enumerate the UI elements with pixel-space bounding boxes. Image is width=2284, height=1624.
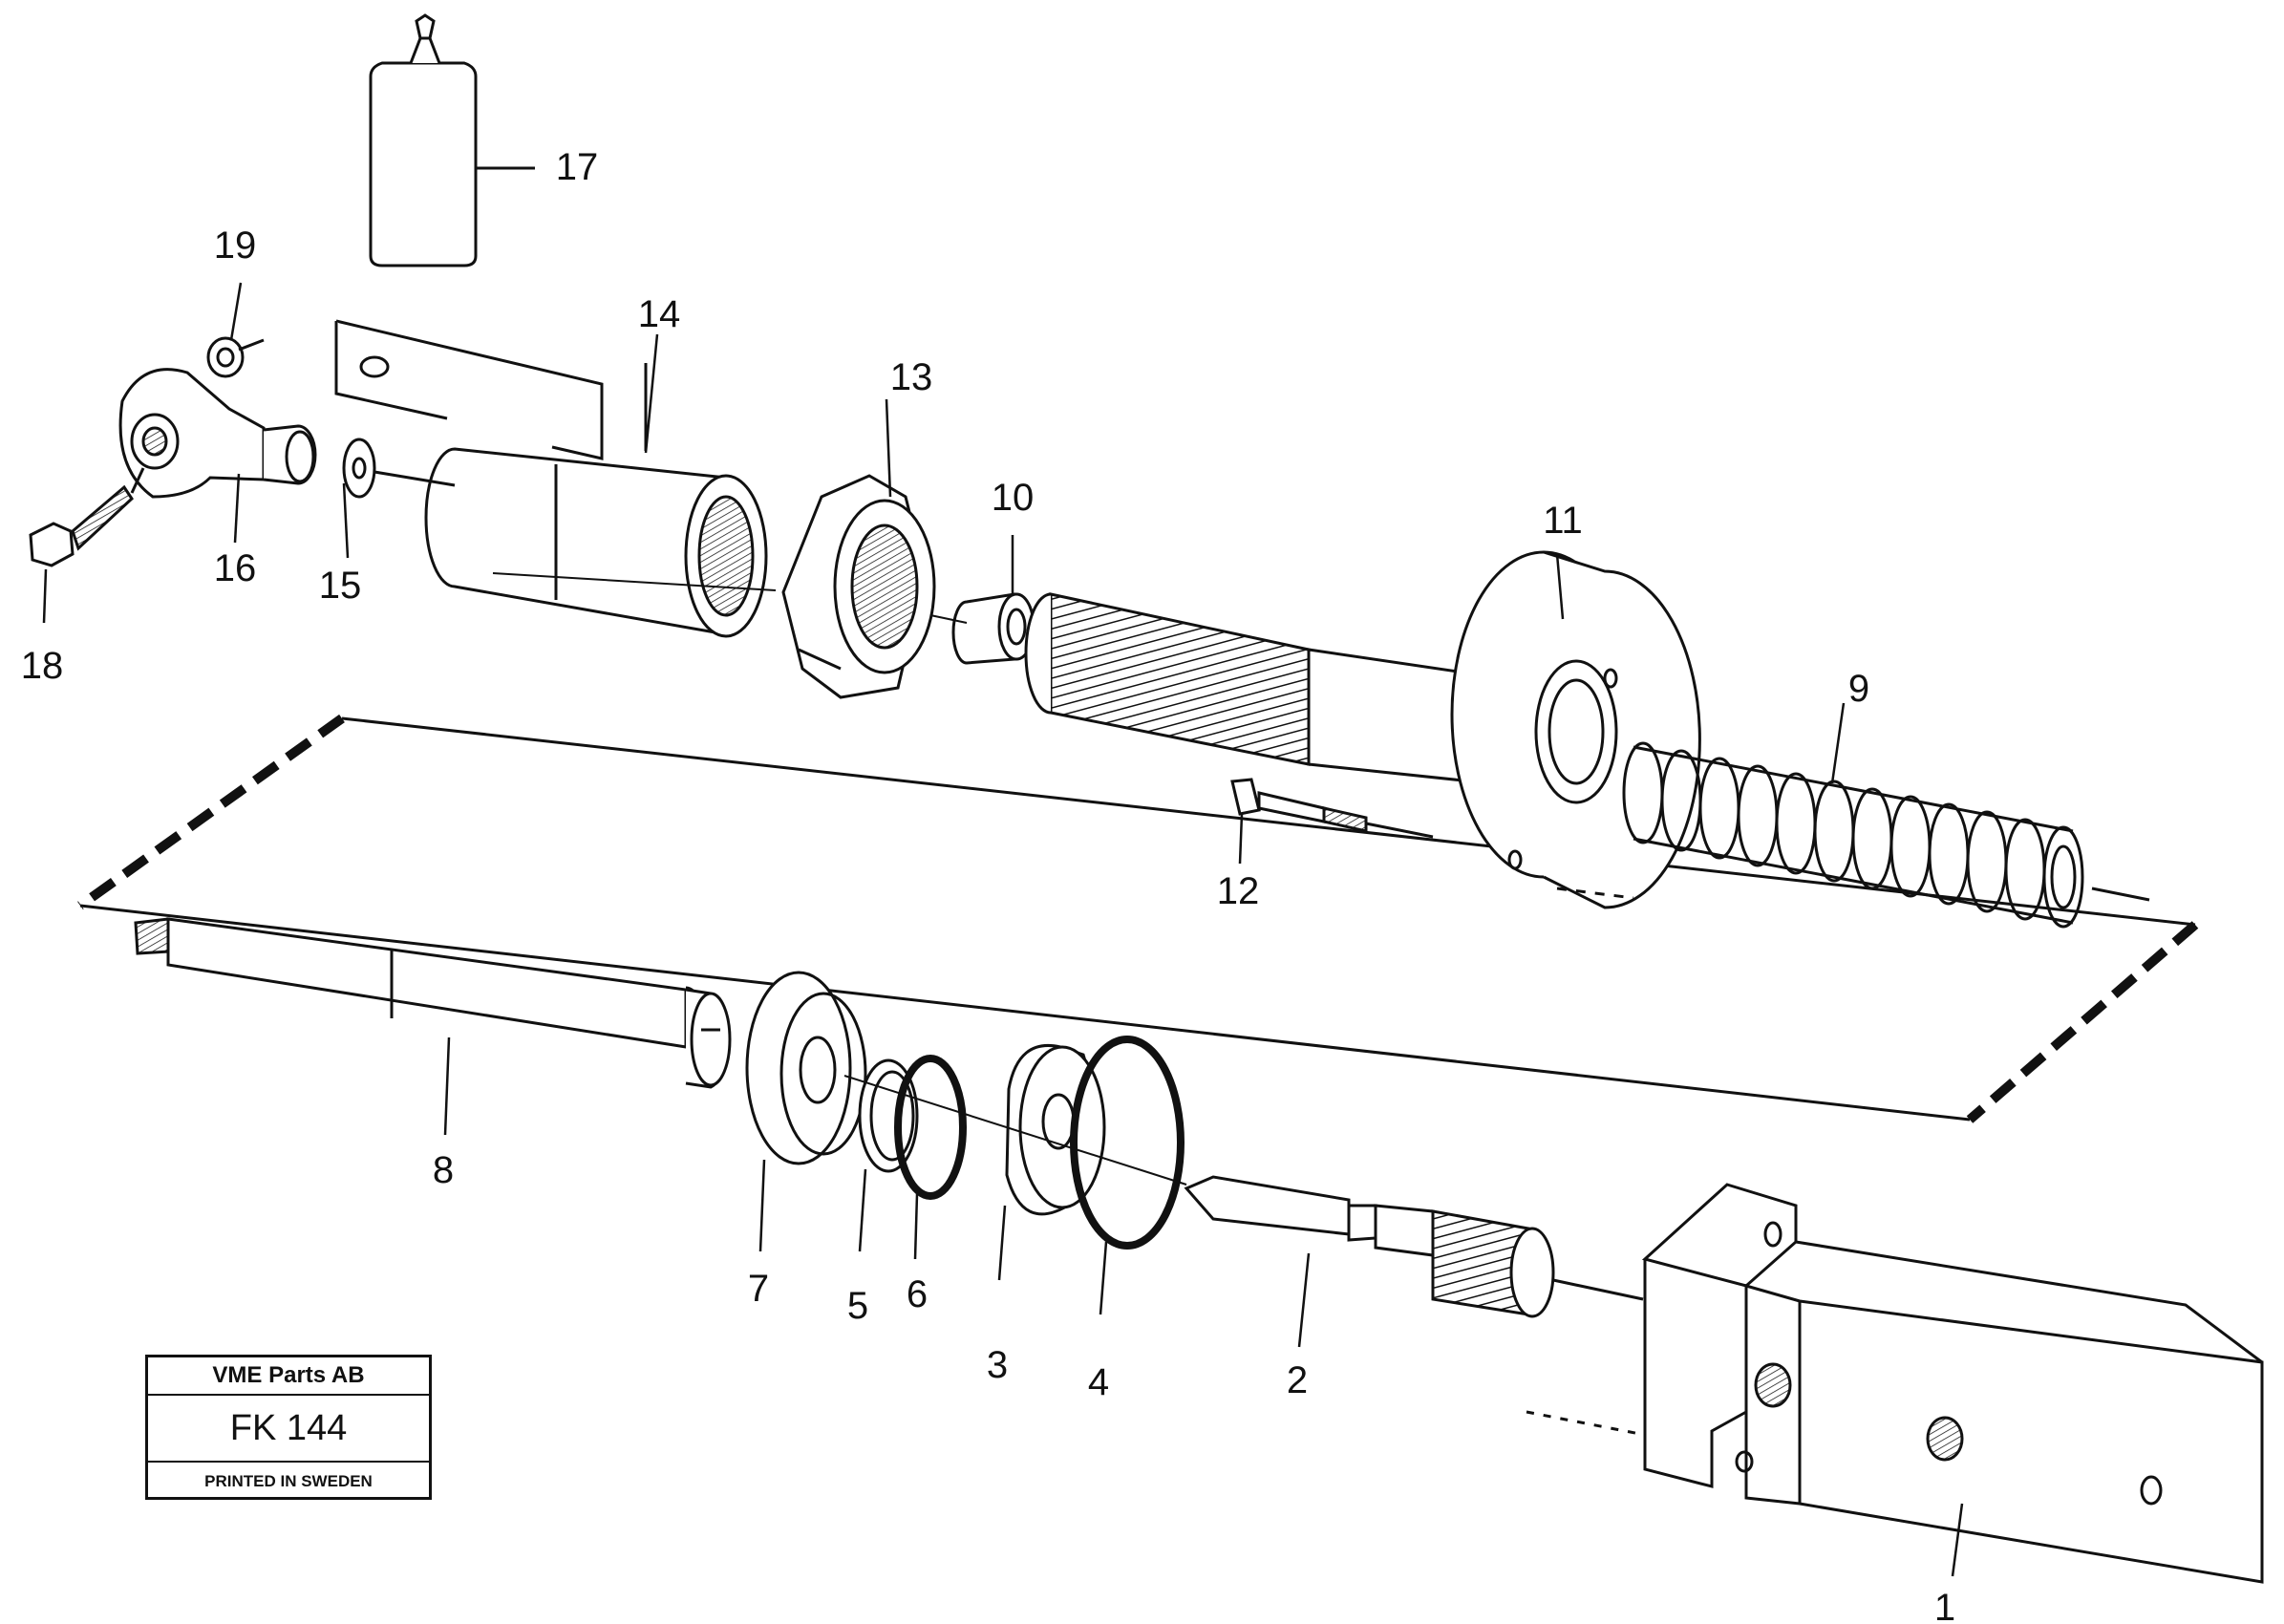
part-6-o-ring <box>894 1055 967 1200</box>
callout-1: 1 <box>1934 1587 1955 1624</box>
callout-7: 7 <box>748 1268 769 1310</box>
callout-16: 16 <box>214 547 257 589</box>
callout-labels: 1 2 3 4 5 6 7 8 9 10 11 12 13 14 15 16 1… <box>21 146 1955 1624</box>
part-14-housing <box>334 319 768 638</box>
callout-15: 15 <box>319 565 362 607</box>
callout-6: 6 <box>907 1273 928 1315</box>
part-16-rod-end <box>118 368 317 499</box>
part-1-block <box>1526 1183 2264 1584</box>
part-15-washer <box>342 438 456 499</box>
callout-5: 5 <box>847 1285 868 1327</box>
callout-11: 11 <box>1543 500 1583 542</box>
leader-lines <box>42 282 1964 1577</box>
callout-3: 3 <box>987 1344 1008 1386</box>
callout-19: 19 <box>214 224 257 267</box>
title-stamp: VME Parts AB FK 144 PRINTED IN SWEDEN <box>145 1355 432 1500</box>
part-9-spring <box>1622 741 2150 929</box>
callout-2: 2 <box>1287 1359 1308 1401</box>
stamp-printed: PRINTED IN SWEDEN <box>204 1472 373 1490</box>
part-10-bushing <box>951 592 1035 665</box>
callout-17: 17 <box>556 146 599 188</box>
callout-14: 14 <box>638 293 681 335</box>
callout-8: 8 <box>433 1149 454 1191</box>
callout-18: 18 <box>21 645 64 687</box>
assembly-axis-lines <box>492 572 1187 1186</box>
part-17-tube <box>369 13 535 267</box>
dashed-frame <box>77 714 2199 1123</box>
part-8-rod <box>134 917 732 1089</box>
part-11-sleeve <box>1024 550 1701 909</box>
callout-10: 10 <box>992 477 1035 519</box>
stamp-code: FK 144 <box>148 1396 429 1463</box>
part-4-ring <box>1070 1036 1185 1250</box>
part-7-disc <box>745 971 867 1165</box>
part-13-nut <box>781 474 936 699</box>
stamp-company: VME Parts AB <box>148 1357 429 1396</box>
callout-12: 12 <box>1217 870 1260 912</box>
frame-lines <box>79 716 2196 1122</box>
callout-9: 9 <box>1848 668 1869 710</box>
callout-4: 4 <box>1088 1361 1109 1403</box>
part-18-bolt <box>29 467 145 567</box>
part-12-bolt <box>1230 778 1434 839</box>
part-2-valve <box>1184 1175 1644 1318</box>
part-19-nut <box>206 336 265 378</box>
callout-13: 13 <box>890 356 933 398</box>
